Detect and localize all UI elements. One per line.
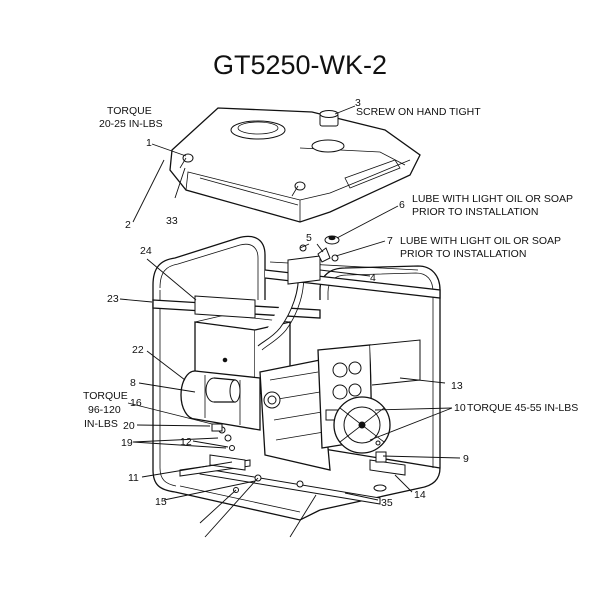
callout-1: 1	[146, 137, 152, 149]
callout-19: 19	[121, 437, 133, 449]
callout-13: 13	[451, 380, 463, 392]
fuel-tank-drawing	[169, 107, 421, 223]
torque-note-left-line3: IN-LBS	[84, 418, 118, 430]
callout-6: 6	[399, 199, 405, 211]
lube-note-6-line2: PRIOR TO INSTALLATION	[412, 206, 538, 218]
callout-numbers: 1 2 3 4 5 6 7 8 9 10 11 12 13 14 15 16 1…	[107, 97, 469, 509]
callout-14: 14	[414, 489, 426, 501]
callout-20: 20	[123, 420, 135, 432]
bolt-details	[211, 423, 387, 493]
callout-15: 15	[155, 496, 167, 508]
torque-note-left-line1: TORQUE	[83, 390, 128, 402]
callout-33: 33	[166, 215, 178, 227]
callout-11: 11	[128, 472, 139, 484]
annotations: TORQUE 20-25 IN-LBS SCREW ON HAND TIGHT …	[83, 105, 578, 430]
screw-note: SCREW ON HAND TIGHT	[356, 106, 481, 118]
callout-10: 10	[454, 402, 466, 414]
torque-note-top-line1: TORQUE	[107, 105, 152, 117]
diagram-title: GT5250-WK-2	[213, 50, 387, 80]
callout-12: 12	[180, 436, 192, 448]
leader-lines	[119, 105, 461, 538]
callout-23: 23	[107, 293, 119, 305]
engine-drawing	[180, 235, 421, 493]
callout-22: 22	[132, 344, 144, 356]
torque-note-10: TORQUE 45-55 IN-LBS	[467, 402, 578, 414]
callout-7: 7	[387, 235, 393, 247]
callout-4: 4	[370, 272, 376, 284]
lube-note-7-line1: LUBE WITH LIGHT OIL OR SOAP	[400, 235, 561, 247]
lube-note-6-line1: LUBE WITH LIGHT OIL OR SOAP	[412, 193, 573, 205]
callout-35: 35	[381, 497, 393, 509]
callout-16: 16	[130, 397, 142, 409]
torque-note-left-line2: 96-120	[88, 404, 121, 416]
lube-note-7-line2: PRIOR TO INSTALLATION	[400, 248, 526, 260]
callout-8: 8	[130, 377, 136, 389]
callout-2: 2	[125, 219, 131, 231]
callout-24: 24	[140, 245, 152, 257]
torque-note-top-line2: 20-25 IN-LBS	[99, 118, 163, 130]
callout-5: 5	[306, 232, 312, 244]
callout-9: 9	[463, 453, 469, 465]
callout-3: 3	[355, 97, 361, 109]
